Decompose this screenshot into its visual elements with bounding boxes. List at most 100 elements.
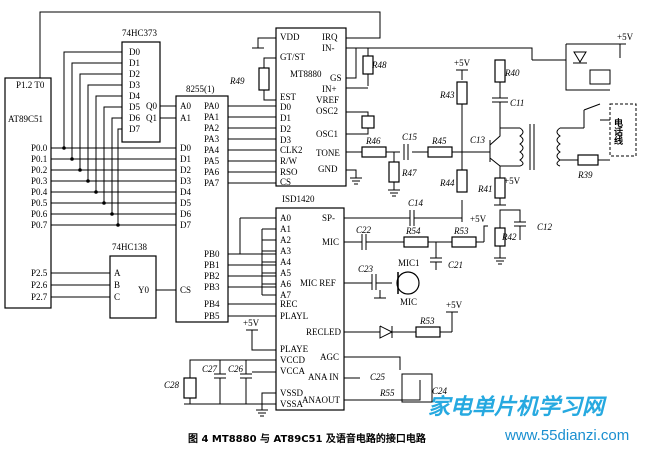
ppi-pa5: PA5 (204, 156, 220, 166)
mcu-p04: P0.4 (31, 187, 48, 197)
isd1420-wiring (184, 225, 488, 417)
dtmf-irq: IRQ (322, 32, 338, 42)
dtmf-d1: D1 (280, 113, 291, 123)
decoder-c: C (114, 292, 120, 302)
ppi-a1: A1 (180, 113, 191, 123)
ppi-pa0: PA0 (204, 101, 220, 111)
supply-5v-2: +5V (617, 32, 634, 42)
dtmf-est: EST (280, 92, 297, 102)
voice-recled: RECLED (306, 327, 341, 337)
c13-label: C13 (470, 135, 486, 145)
latch-d7: D7 (129, 124, 140, 134)
dtmf-d3: D3 (280, 135, 291, 145)
ppi-d1: D1 (180, 154, 191, 164)
ppi-pa2: PA2 (204, 123, 219, 133)
voice-mic-ref: MIC REF (300, 278, 336, 288)
ppi-name: 8255(1) (186, 84, 215, 94)
ppi-pa1: PA1 (204, 112, 219, 122)
voice-mic: MIC (322, 237, 339, 247)
voice-a7: A7 (280, 290, 291, 300)
mcu-p06: P0.6 (31, 209, 48, 219)
voice-agc: AGC (320, 352, 339, 362)
c27-label: C27 (202, 364, 218, 374)
ppi-d5: D5 (180, 198, 191, 208)
dtmf-clk2: CLK2 (280, 145, 303, 155)
r46-resistor (361, 146, 387, 158)
c14-label: C14 (408, 198, 424, 208)
ppi-d2: D2 (180, 165, 191, 175)
mcu-p25: P2.5 (31, 268, 48, 278)
r40-resistor (494, 59, 506, 83)
ppi-pa3: PA3 (204, 134, 220, 144)
r53-mic-label: R53 (453, 226, 469, 236)
ppi-pb5: PB5 (204, 311, 220, 321)
dtmf-osc2: OSC2 (316, 106, 338, 116)
voice-a0: A0 (280, 213, 291, 223)
r41-label: R41 (477, 184, 493, 194)
dtmf-gtst: GT/ST (280, 52, 306, 62)
r40-label: R40 (504, 68, 520, 78)
latch-d1: D1 (129, 58, 140, 68)
pb-to-isd1420-wires (228, 217, 276, 317)
voice-a4: A4 (280, 257, 291, 267)
voice-vssa: VSSA (280, 399, 304, 409)
dtmf-gs: GS (330, 73, 342, 83)
r41-resistor (494, 177, 506, 199)
decoder-name: 74HC138 (112, 242, 148, 252)
mcu-p02: P0.2 (31, 165, 47, 175)
74hc373-chip (121, 41, 161, 143)
ppi-pb2: PB2 (204, 271, 220, 281)
supply-5v-3: +5V (504, 176, 521, 186)
mcu-p01: P0.1 (31, 154, 47, 164)
ppi-pb4: PB4 (204, 299, 220, 309)
mcu-p03: P0.3 (31, 176, 48, 186)
decoder-a: A (114, 268, 121, 278)
voice-a5: A5 (280, 268, 291, 278)
voice-sp-minus: SP- (322, 213, 335, 223)
dtmf-vdd: VDD (280, 32, 300, 42)
8255-chip (175, 95, 229, 323)
isd1420-chip (275, 207, 345, 411)
latch-q0: Q0 (146, 101, 157, 111)
microphone (396, 271, 420, 295)
r43-label: R43 (439, 90, 455, 100)
r42-label: R42 (501, 232, 517, 242)
watermark-brand: 家电单片机学习网 (428, 394, 607, 420)
supply-5v-5: +5V (470, 214, 487, 224)
mic1-label: MIC1 (398, 258, 420, 268)
ppi-pa4: PA4 (204, 145, 220, 155)
ppi-pb3: PB3 (204, 282, 220, 292)
voice-playe: PLAYE (280, 344, 309, 354)
voice-vssd: VSSD (280, 388, 304, 398)
latch-d6: D6 (129, 113, 140, 123)
latch-d3: D3 (129, 80, 140, 90)
ppi-pb0: PB0 (204, 249, 220, 259)
r53-resistor-mic (451, 236, 477, 248)
r53-resistor-led (415, 326, 441, 338)
latch-name: 74HC373 (122, 28, 158, 38)
c28-label: C28 (164, 380, 180, 390)
c15-label: C15 (402, 132, 418, 142)
line-interface-wiring (344, 43, 626, 265)
dtmf-cs: CS (280, 177, 291, 187)
r48-resistor (362, 55, 374, 75)
r44-resistor (456, 169, 468, 193)
c23-label: C23 (358, 264, 374, 274)
voice-anaout: ANAOUT (302, 395, 340, 405)
r39-label: R39 (577, 170, 593, 180)
dtmf-vref: VREF (316, 95, 339, 105)
r42-resistor (494, 227, 506, 247)
latch-d0: D0 (129, 47, 140, 57)
dtmf-d2: D2 (280, 124, 291, 134)
mcu-p00: P0.0 (31, 143, 48, 153)
ppi-a0: A0 (180, 101, 191, 111)
mcu-pin-top: P1.2 T0 (16, 80, 45, 90)
supply-5v-1: +5V (454, 58, 471, 68)
bus-junctions (62, 146, 120, 227)
r44-label: R44 (439, 178, 455, 188)
r54-resistor (403, 236, 429, 248)
c15-capacitor (403, 144, 409, 160)
mcu-p05: P0.5 (31, 198, 48, 208)
latch-q1: Q1 (146, 113, 157, 123)
voice-a1: A1 (280, 224, 291, 234)
